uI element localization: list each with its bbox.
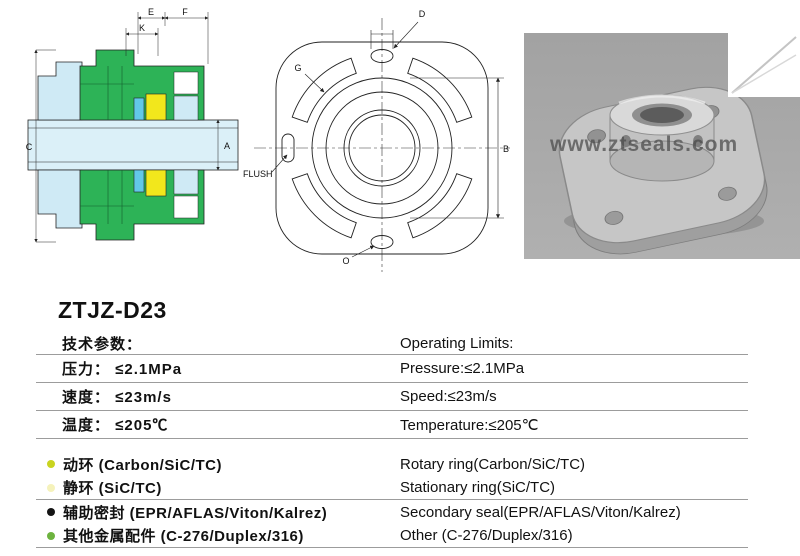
dim-label-e: E bbox=[148, 7, 154, 17]
port-top bbox=[370, 49, 394, 63]
dim-label-b: B bbox=[503, 144, 509, 154]
materials-list: 动环 (Carbon/SiC/TC) Rotary ring(Carbon/Si… bbox=[36, 452, 748, 548]
spec-cn: 速度： ≤23m/s bbox=[62, 389, 172, 406]
dim-label-o: O bbox=[342, 256, 349, 266]
material-cn: 静环 (SiC/TC) bbox=[63, 480, 162, 497]
page-title: ZTJZ-D23 bbox=[58, 297, 167, 323]
spec-row: 压力： ≤2.1MPa Pressure:≤2.1MPa bbox=[36, 355, 748, 383]
material-row: 动环 (Carbon/SiC/TC) Rotary ring(Carbon/Si… bbox=[36, 452, 748, 476]
seal-cylinder bbox=[609, 94, 715, 182]
material-row: 其他金属配件 (C-276/Duplex/316) Other (C-276/D… bbox=[36, 524, 748, 548]
material-row: 静环 (SiC/TC) Stationary ring(SiC/TC) bbox=[36, 476, 748, 500]
gland-upper bbox=[79, 49, 205, 121]
bullet-dot bbox=[47, 531, 55, 540]
material-cn: 动环 (Carbon/SiC/TC) bbox=[63, 456, 222, 474]
watermark: www.ztseals.com bbox=[550, 133, 739, 156]
gland-lower bbox=[79, 169, 205, 241]
spring-upper bbox=[145, 93, 167, 121]
flush-port bbox=[281, 133, 295, 163]
spring-lower bbox=[145, 169, 167, 197]
spec-cn: 压力： ≤2.1MPa bbox=[62, 361, 183, 378]
corner-fold-icon bbox=[728, 33, 800, 97]
dim-label-g: G bbox=[294, 63, 301, 73]
dim-label-k: K bbox=[139, 23, 145, 33]
material-en: Other (C-276/Duplex/316) bbox=[400, 527, 573, 544]
center-lines bbox=[254, 18, 510, 272]
material-en: Rotary ring(Carbon/SiC/TC) bbox=[400, 455, 586, 473]
port-bottom bbox=[370, 235, 394, 249]
dim-label-c: C bbox=[26, 142, 33, 152]
material-row: 辅助密封 (EPR/AFLAS/Viton/Kalrez) Secondary … bbox=[36, 500, 748, 524]
bullet-dot bbox=[47, 508, 55, 516]
bullet-dot bbox=[47, 460, 55, 468]
dim-label-a: A bbox=[224, 141, 230, 151]
spec-section: ZTJZ-D23 技术参数： Operating Limits: 压力： ≤2.… bbox=[0, 297, 800, 548]
spec-en: Pressure:≤2.1MPa bbox=[400, 360, 525, 377]
dim-label-f: F bbox=[182, 7, 188, 17]
dimension-lines bbox=[34, 12, 220, 243]
material-en: Stationary ring(SiC/TC) bbox=[400, 479, 556, 496]
spec-row: 速度： ≤23m/s Speed:≤23m/s bbox=[36, 383, 748, 411]
material-cn: 其他金属配件 (C-276/Duplex/316) bbox=[63, 528, 304, 545]
spec-cn: 温度： ≤205℃ bbox=[62, 417, 169, 434]
spec-header-en: Operating Limits: bbox=[400, 335, 514, 352]
leader-lines bbox=[271, 21, 504, 258]
material-cn: 辅助密封 (EPR/AFLAS/Viton/Kalrez) bbox=[63, 504, 328, 522]
gland-plate-outline bbox=[275, 41, 489, 255]
dim-label-d: D bbox=[419, 9, 426, 19]
material-en: Secondary seal(EPR/AFLAS/Viton/Kalrez) bbox=[400, 503, 681, 521]
bolt-slot bbox=[407, 57, 473, 123]
flush-label: FLUSH bbox=[243, 169, 273, 179]
seal-ring-upper bbox=[133, 97, 145, 121]
stationary-ring-upper bbox=[173, 95, 199, 121]
spec-en: Temperature:≤205℃ bbox=[400, 416, 539, 434]
cross-section-drawing: E F K C A bbox=[26, 7, 239, 243]
product-photo: www.ztseals.com bbox=[524, 33, 800, 259]
collar-lower bbox=[37, 169, 83, 229]
spec-header-cn: 技术参数： bbox=[62, 336, 143, 353]
spec-table: 技术参数： Operating Limits: 压力： ≤2.1MPa Pres… bbox=[36, 333, 748, 439]
bullet-dot bbox=[47, 483, 55, 492]
spec-header-row: 技术参数： Operating Limits: bbox=[36, 333, 748, 355]
spec-en: Speed:≤23m/s bbox=[400, 388, 497, 405]
front-view-drawing: D G B O FLUSH bbox=[243, 9, 510, 272]
spec-row: 温度： ≤205℃ Temperature:≤205℃ bbox=[36, 411, 748, 439]
seal-ring-lower bbox=[133, 169, 145, 193]
stationary-ring-lower bbox=[173, 169, 199, 195]
collar-upper bbox=[37, 61, 83, 121]
shaft bbox=[27, 119, 239, 171]
